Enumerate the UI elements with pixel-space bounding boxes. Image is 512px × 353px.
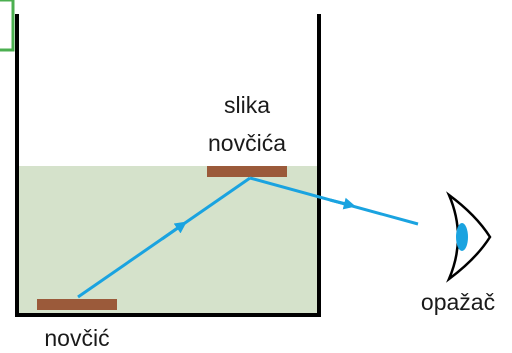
- ray-arrow-air: [329, 197, 356, 210]
- corner-mark: [0, 0, 15, 52]
- image-label-line1: slika: [224, 92, 270, 118]
- eye-iris: [456, 223, 468, 251]
- image-label-line2: novčića: [208, 130, 286, 156]
- coin-label: novčić: [44, 325, 109, 351]
- eye-outline: [446, 191, 492, 283]
- coin-image: [207, 166, 287, 177]
- observer-label: opažač: [421, 289, 495, 315]
- container: [15, 14, 321, 317]
- coin: [37, 299, 117, 310]
- ray-arrow-water: [161, 221, 187, 241]
- eye-icon: [446, 191, 492, 283]
- water: [17, 166, 319, 315]
